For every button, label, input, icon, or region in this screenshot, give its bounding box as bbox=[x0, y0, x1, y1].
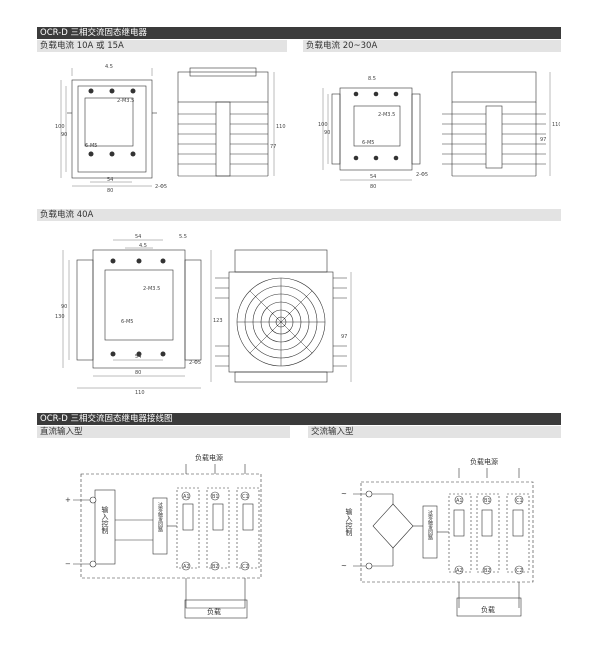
wiring-dc: 负载电源 A1 B1 C1 A2 B2 C2 + − 输入控制 过零触发回路 负… bbox=[65, 453, 262, 619]
term-c2-dc: C2 bbox=[242, 564, 249, 570]
dim-1-w3: 80 bbox=[107, 188, 113, 194]
dim-3-mount: 6-M5 bbox=[121, 319, 133, 325]
term-a1-ac: A1 bbox=[456, 498, 463, 504]
subheader-ac-input: 交流输入型 bbox=[308, 426, 561, 438]
subheader-40a: 负载电流 40A bbox=[37, 209, 561, 221]
term-c1-dc: C1 bbox=[242, 494, 249, 500]
wiring-ac-power: 负载电源 bbox=[470, 457, 498, 466]
dim-2-hole: 2-Φ5 bbox=[416, 172, 428, 178]
dim-2-mount: 6-M5 bbox=[362, 140, 374, 146]
dim-3-side-h: 123 bbox=[213, 318, 223, 324]
dim-2-w2: 54 bbox=[370, 174, 376, 180]
dim-1-side-h2: 77 bbox=[270, 144, 276, 150]
dim-3-h2: 90 bbox=[61, 304, 67, 310]
dim-1-top: 4.5 bbox=[105, 64, 113, 70]
dim-2-h2: 90 bbox=[324, 130, 330, 136]
drawing-10a-side: 110 77 bbox=[177, 67, 286, 177]
dim-1-h1: 100 bbox=[55, 124, 65, 130]
dim-3-hole: 2-Φ5 bbox=[189, 360, 201, 366]
term-b2-dc: B2 bbox=[212, 564, 219, 570]
wiring-dc-input: 输入控制 bbox=[101, 505, 109, 535]
dim-2-screw: 2-M3.5 bbox=[378, 112, 395, 118]
dim-1-w2: 54 bbox=[107, 177, 113, 183]
wiring-ac-circuit: 过零触发回路 bbox=[427, 509, 433, 541]
dim-3-w5: 80 bbox=[135, 370, 141, 376]
dim-2-top: 8.5 bbox=[368, 76, 376, 82]
dim-1-mount: 6-M5 bbox=[85, 143, 97, 149]
dim-3-w4: 54 bbox=[135, 354, 141, 360]
term-c2-ac: C2 bbox=[516, 568, 523, 574]
subheader-10a-15a: 负载电流 10A 或 15A bbox=[37, 40, 287, 52]
term-c1-ac: C1 bbox=[516, 498, 523, 504]
dim-3-w1: 54 bbox=[135, 234, 141, 240]
wiring-dc-circuit: 过零触发回路 bbox=[157, 501, 163, 533]
dc-minus: − bbox=[65, 560, 71, 568]
dim-3-screw: 2-M3.5 bbox=[143, 286, 160, 292]
term-a2-ac: A2 bbox=[456, 568, 463, 574]
term-a2-dc: A2 bbox=[183, 564, 190, 570]
dim-2-h1: 100 bbox=[318, 122, 328, 128]
drawing-10a-front: 4.5 54 80 100 90 2-M3.5 6-M5 2-Φ5 bbox=[55, 64, 167, 194]
ac-minus: ~ bbox=[341, 562, 347, 570]
wiring-ac-load: 负载 bbox=[481, 605, 495, 614]
dc-plus: + bbox=[65, 496, 71, 504]
wiring-ac-input: 输入控制 bbox=[345, 507, 353, 537]
ac-plus: ~ bbox=[341, 490, 347, 498]
wiring-dc-load: 负载 bbox=[207, 607, 221, 616]
term-a1-dc: A1 bbox=[183, 494, 190, 500]
term-b1-dc: B1 bbox=[212, 494, 219, 500]
dim-1-screw: 2-M3.5 bbox=[117, 98, 134, 104]
drawing-20a-front: 8.5 100 90 2-M3.5 6-M5 54 80 2-Φ5 bbox=[318, 76, 428, 190]
section-title-wiring: OCR-D 三相交流固态继电器接线图 bbox=[37, 413, 561, 425]
dim-3-side-h2: 97 bbox=[341, 334, 347, 340]
term-b1-ac: B1 bbox=[484, 498, 491, 504]
dim-3-w3: 5.5 bbox=[179, 234, 187, 240]
dim-3-w2: 4.5 bbox=[139, 243, 147, 249]
dim-1-side-h: 110 bbox=[276, 124, 286, 130]
dim-2-w3: 80 bbox=[370, 184, 376, 190]
wiring-ac: 负载电源 A1 B1 C1 A2 B2 C2 ~ ~ 输入控制 过零触发回路 负… bbox=[341, 457, 534, 617]
subheader-20-30a: 负载电流 20~30A bbox=[303, 40, 561, 52]
subheader-dc-input: 直流输入型 bbox=[37, 426, 290, 438]
dim-3-h1: 130 bbox=[55, 314, 65, 320]
drawing-20a-side: 110 97 bbox=[442, 71, 560, 177]
term-b2-ac: B2 bbox=[484, 568, 491, 574]
drawing-40a-fan: 123 97 bbox=[210, 249, 352, 383]
drawing-40a-front: 54 4.5 5.5 130 90 2-M3.5 6-M5 54 80 110 … bbox=[55, 234, 202, 396]
dim-2-side-h2: 97 bbox=[540, 137, 546, 143]
dim-1-h2: 90 bbox=[61, 132, 67, 138]
dim-2-side-h: 110 bbox=[552, 122, 560, 128]
wiring-dc-power: 负载电源 bbox=[195, 453, 223, 462]
dim-3-w6: 110 bbox=[135, 390, 145, 396]
section-title-dimensions: OCR-D 三相交流固态继电器 bbox=[37, 27, 561, 39]
dim-1-hole: 2-Φ5 bbox=[155, 184, 167, 190]
